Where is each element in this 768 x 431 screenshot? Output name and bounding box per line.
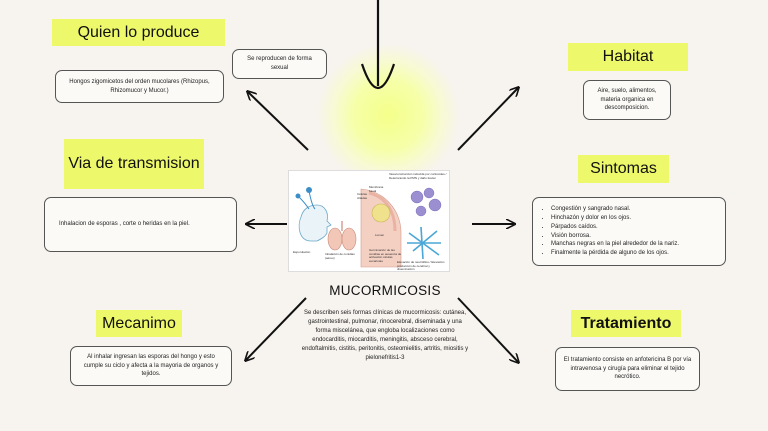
sintomas-item: Finalmente la pérdida de alguno de los o…	[551, 249, 679, 258]
sintomas-item: Párpados caídos.	[551, 223, 679, 232]
habitat-card: Aire, suelo, alimentos, materia organica…	[583, 80, 671, 120]
caption-spores: Esporulación	[293, 250, 311, 254]
illustration-drawing	[295, 187, 442, 268]
caption-cells: Células ciliadas	[357, 192, 368, 200]
sintomas-item: Manchas negras en la piel alrededor de l…	[551, 240, 679, 249]
center-glow	[318, 45, 458, 185]
sintomas-item: Congestión y sangrado nasal.	[551, 205, 679, 214]
sintomas-title: Sintomas	[578, 155, 669, 183]
via-card: Inhalacion de esporas , corte o heridas …	[44, 197, 237, 252]
tratamiento-card: El tratamiento consiste en anfotericina …	[555, 347, 700, 391]
caption-invasion: Elevación de neutrófilos / Elevación pro…	[397, 260, 445, 272]
mecanismo-title: Mecanimo	[96, 310, 182, 337]
sintomas-list: Congestión y sangrado nasal. Hinchazón y…	[539, 205, 679, 257]
arrow-quien	[248, 92, 309, 151]
tratamiento-title: Tratamiento	[571, 310, 681, 337]
sintomas-item: Hinchazón y dolor en los ojos.	[551, 214, 679, 223]
caption-lumen: Lumen	[375, 233, 385, 237]
arrow-mecanismo	[246, 297, 307, 360]
sintomas-item: Visión borrosa.	[551, 232, 679, 241]
quien-title: Quien lo produce	[52, 19, 225, 46]
caption-top-right: Vasoconstrucción inducida por corticoide…	[389, 172, 447, 180]
quien-card: Hongos zigomicetos del orden mucolares (…	[55, 70, 224, 103]
habitat-title: Habitat	[568, 43, 688, 71]
sintomas-card: Congestión y sangrado nasal. Hinchazón y…	[532, 197, 726, 266]
mucor-illustration: Vasoconstrucción inducida por corticoide…	[288, 170, 450, 272]
center-description: Se describen seis formas clínicas de muc…	[301, 310, 469, 361]
arrow-tratamiento	[457, 297, 518, 362]
arrow-habitat	[457, 88, 518, 151]
center-title: MUCORMICOSIS	[329, 283, 441, 298]
caption-membrane: Membrana basal	[369, 185, 384, 193]
reproduccion-card: Se reproducen de forma sexual	[232, 49, 327, 79]
caption-germination: Germinación de las conidias en ausencia …	[369, 248, 402, 263]
via-title: Via de transmision	[64, 139, 204, 189]
mecanismo-card: Al inhalar ingresan las esporas del hong…	[70, 346, 232, 386]
arrow-top	[360, 0, 396, 90]
caption-inhalation: Inhalación de conidias (aéreo)	[325, 252, 355, 260]
